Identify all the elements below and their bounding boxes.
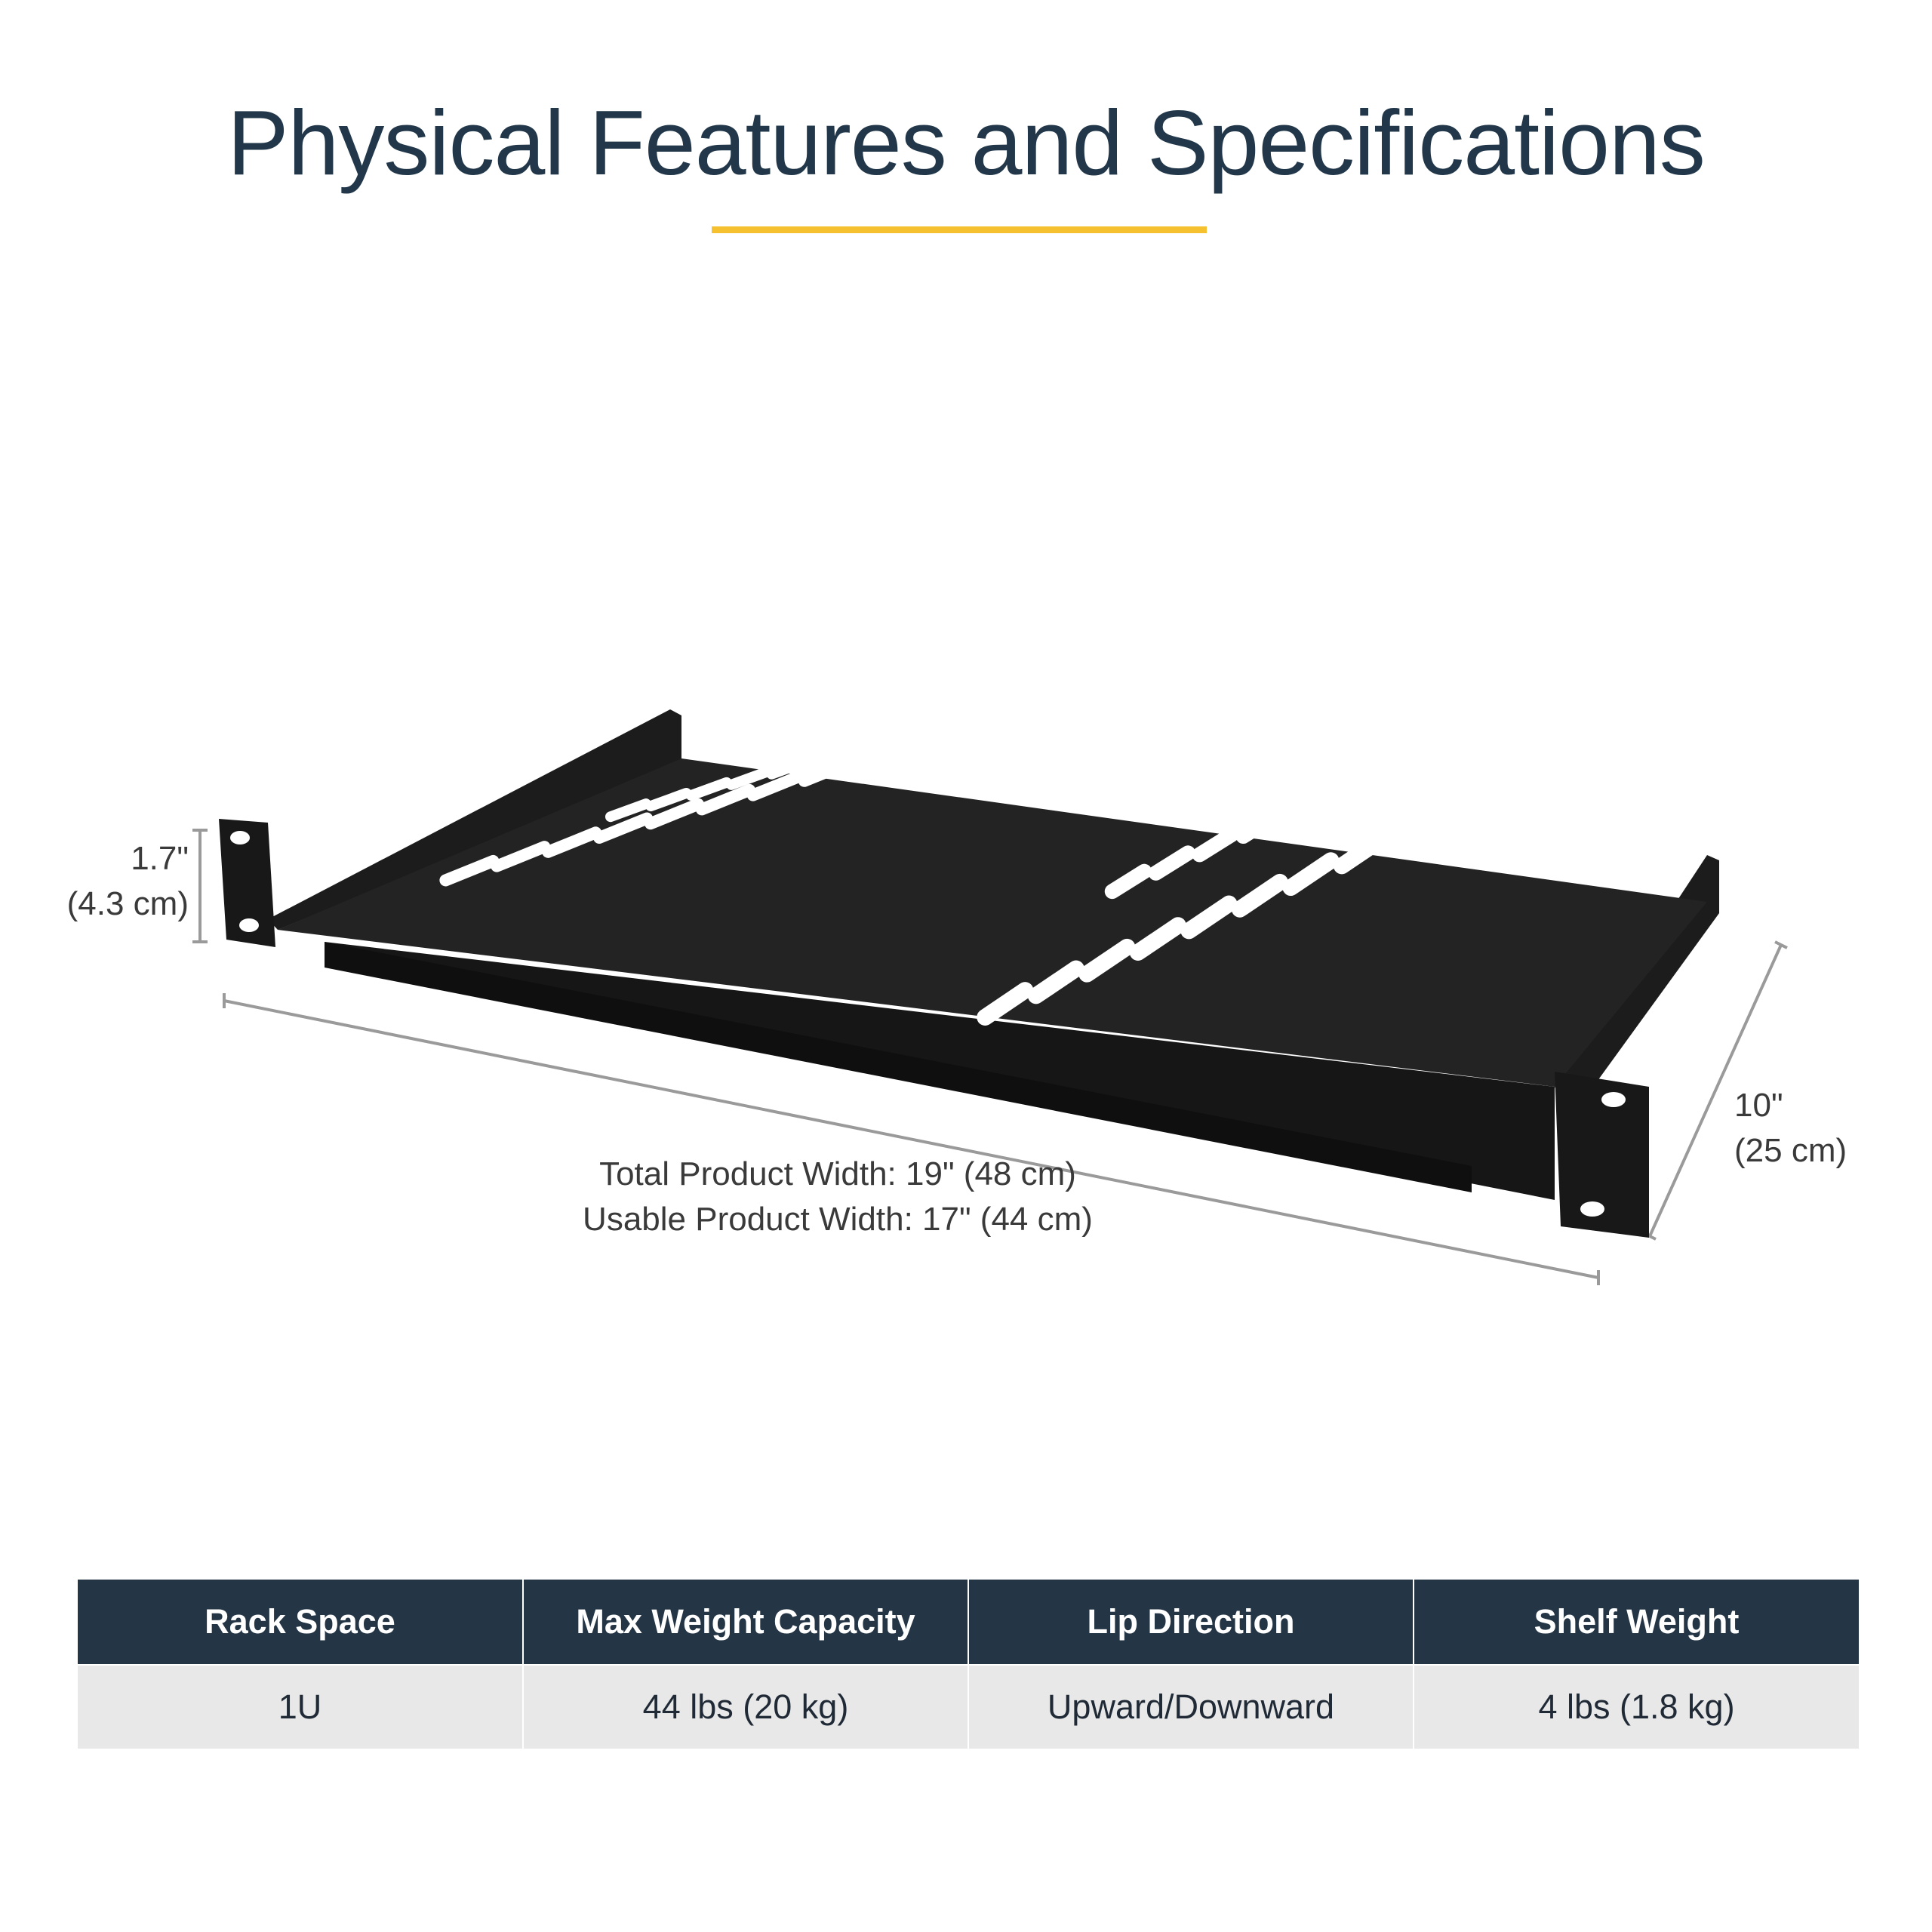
depth-inches: 10" (1734, 1087, 1783, 1124)
specs-header-cell: Shelf Weight (1414, 1580, 1859, 1665)
specs-header-cell: Rack Space (78, 1580, 524, 1665)
specs-header-cell: Max Weight Capacity (523, 1580, 969, 1665)
vent-slots (439, 661, 1632, 1026)
height-dimension-label: 1.7" (4.3 cm) (60, 836, 189, 927)
width-dimension-label: Total Product Width: 19" (48 cm) Usable … (423, 1152, 1253, 1242)
title-underline (712, 226, 1207, 233)
usable-width: Usable Product Width: 17" (44 cm) (583, 1201, 1093, 1238)
specs-value-cell: Upward/Downward (968, 1664, 1414, 1749)
table-row: 1U 44 lbs (20 kg) Upward/Downward 4 lbs … (78, 1664, 1859, 1749)
total-width: Total Product Width: 19" (48 cm) (599, 1155, 1076, 1192)
depth-cm: (25 cm) (1734, 1132, 1847, 1169)
specs-table: Rack Space Max Weight Capacity Lip Direc… (78, 1580, 1859, 1749)
specs-value-cell: 44 lbs (20 kg) (523, 1664, 969, 1749)
dimension-lines (192, 829, 1788, 1285)
depth-dimension-label: 10" (25 cm) (1734, 1083, 1885, 1174)
specs-value-cell: 4 lbs (1.8 kg) (1414, 1664, 1859, 1749)
specs-value-cell: 1U (78, 1664, 524, 1749)
specs-header-cell: Lip Direction (968, 1580, 1414, 1665)
page-title: Physical Features and Specifications (227, 91, 1706, 194)
height-cm: (4.3 cm) (66, 885, 189, 922)
specs-header-row: Rack Space Max Weight Capacity Lip Direc… (78, 1580, 1859, 1665)
height-inches: 1.7" (131, 840, 189, 877)
